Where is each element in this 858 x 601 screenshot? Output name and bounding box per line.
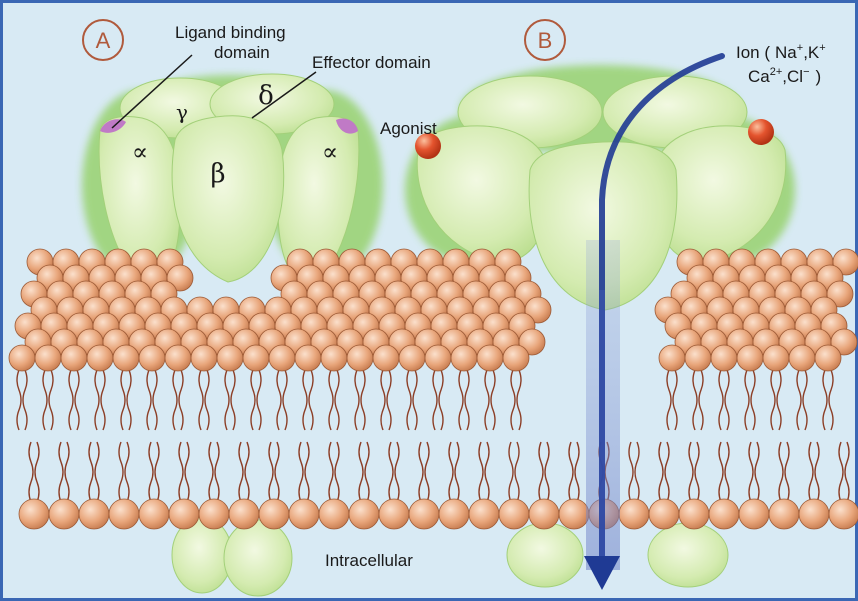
lipid-head <box>295 345 321 371</box>
lipid-head <box>9 345 35 371</box>
lipid-head <box>199 499 229 529</box>
lipid-head <box>799 499 829 529</box>
delta-label: δ <box>258 81 274 111</box>
lipid-head <box>321 345 347 371</box>
lipid-head <box>439 499 469 529</box>
lipid-head <box>169 499 199 529</box>
lipid-head <box>373 345 399 371</box>
lipid-head <box>709 499 739 529</box>
lipid-head <box>243 345 269 371</box>
lipid-head <box>289 499 319 529</box>
lipid-head <box>19 499 49 529</box>
lipid-head <box>469 499 499 529</box>
effector-domain-label: Effector domain <box>312 53 431 72</box>
intracellular-domain-b-right <box>648 523 728 587</box>
lipid-head <box>503 345 529 371</box>
lipid-head <box>477 345 503 371</box>
ligand-binding-label-line2: domain <box>214 43 270 62</box>
lipid-head <box>269 345 295 371</box>
alpha-right-label: ∝ <box>322 138 338 166</box>
lipid-head <box>113 345 139 371</box>
lipid-head <box>349 499 379 529</box>
intracellular-domain-b-left <box>507 523 583 587</box>
lipid-head <box>217 345 243 371</box>
lipid-head <box>399 345 425 371</box>
lipid-head <box>763 345 789 371</box>
lipid-head <box>425 345 451 371</box>
lipid-head <box>109 499 139 529</box>
lipid-head <box>789 345 815 371</box>
lipid-head <box>815 345 841 371</box>
ligand-binding-label-line1: Ligand binding <box>175 23 286 42</box>
agonist-right <box>748 119 774 145</box>
lipid-head <box>49 499 79 529</box>
lipid-head <box>769 499 799 529</box>
lipid-head <box>685 345 711 371</box>
lipid-head <box>737 345 763 371</box>
lipid-head <box>499 499 529 529</box>
lipid-head <box>409 499 439 529</box>
lipid-head <box>79 499 109 529</box>
lipid-head <box>679 499 709 529</box>
lipid-head <box>619 499 649 529</box>
lipid-head <box>347 345 373 371</box>
lipid-head <box>35 345 61 371</box>
panel-b-letter: B <box>538 28 553 53</box>
alpha-left-label: ∝ <box>132 138 148 166</box>
lipid-head <box>319 499 349 529</box>
lipid-head <box>659 345 685 371</box>
ion-label-line1: Ion (Na+,K+ <box>736 42 826 62</box>
lipid-head <box>139 499 169 529</box>
lipid-head <box>649 499 679 529</box>
lipid-head <box>165 345 191 371</box>
beta-label: β <box>210 159 225 189</box>
lipid-head <box>451 345 477 371</box>
panel-a-letter: A <box>96 28 111 53</box>
gamma-label: γ <box>176 100 188 124</box>
lipid-head <box>829 499 858 529</box>
lipid-head <box>139 345 165 371</box>
lipid-head <box>379 499 409 529</box>
lipid-head <box>87 345 113 371</box>
lipid-head <box>259 499 289 529</box>
intracellular-label: Intracellular <box>325 551 413 570</box>
lipid-head <box>739 499 769 529</box>
agonist-label: Agonist <box>380 119 437 138</box>
lipid-head <box>229 499 259 529</box>
lipid-head <box>61 345 87 371</box>
intracellular-domain-a-right <box>224 520 292 596</box>
lipid-head <box>191 345 217 371</box>
lipid-head <box>559 499 589 529</box>
lipid-head <box>529 499 559 529</box>
lipid-head <box>711 345 737 371</box>
